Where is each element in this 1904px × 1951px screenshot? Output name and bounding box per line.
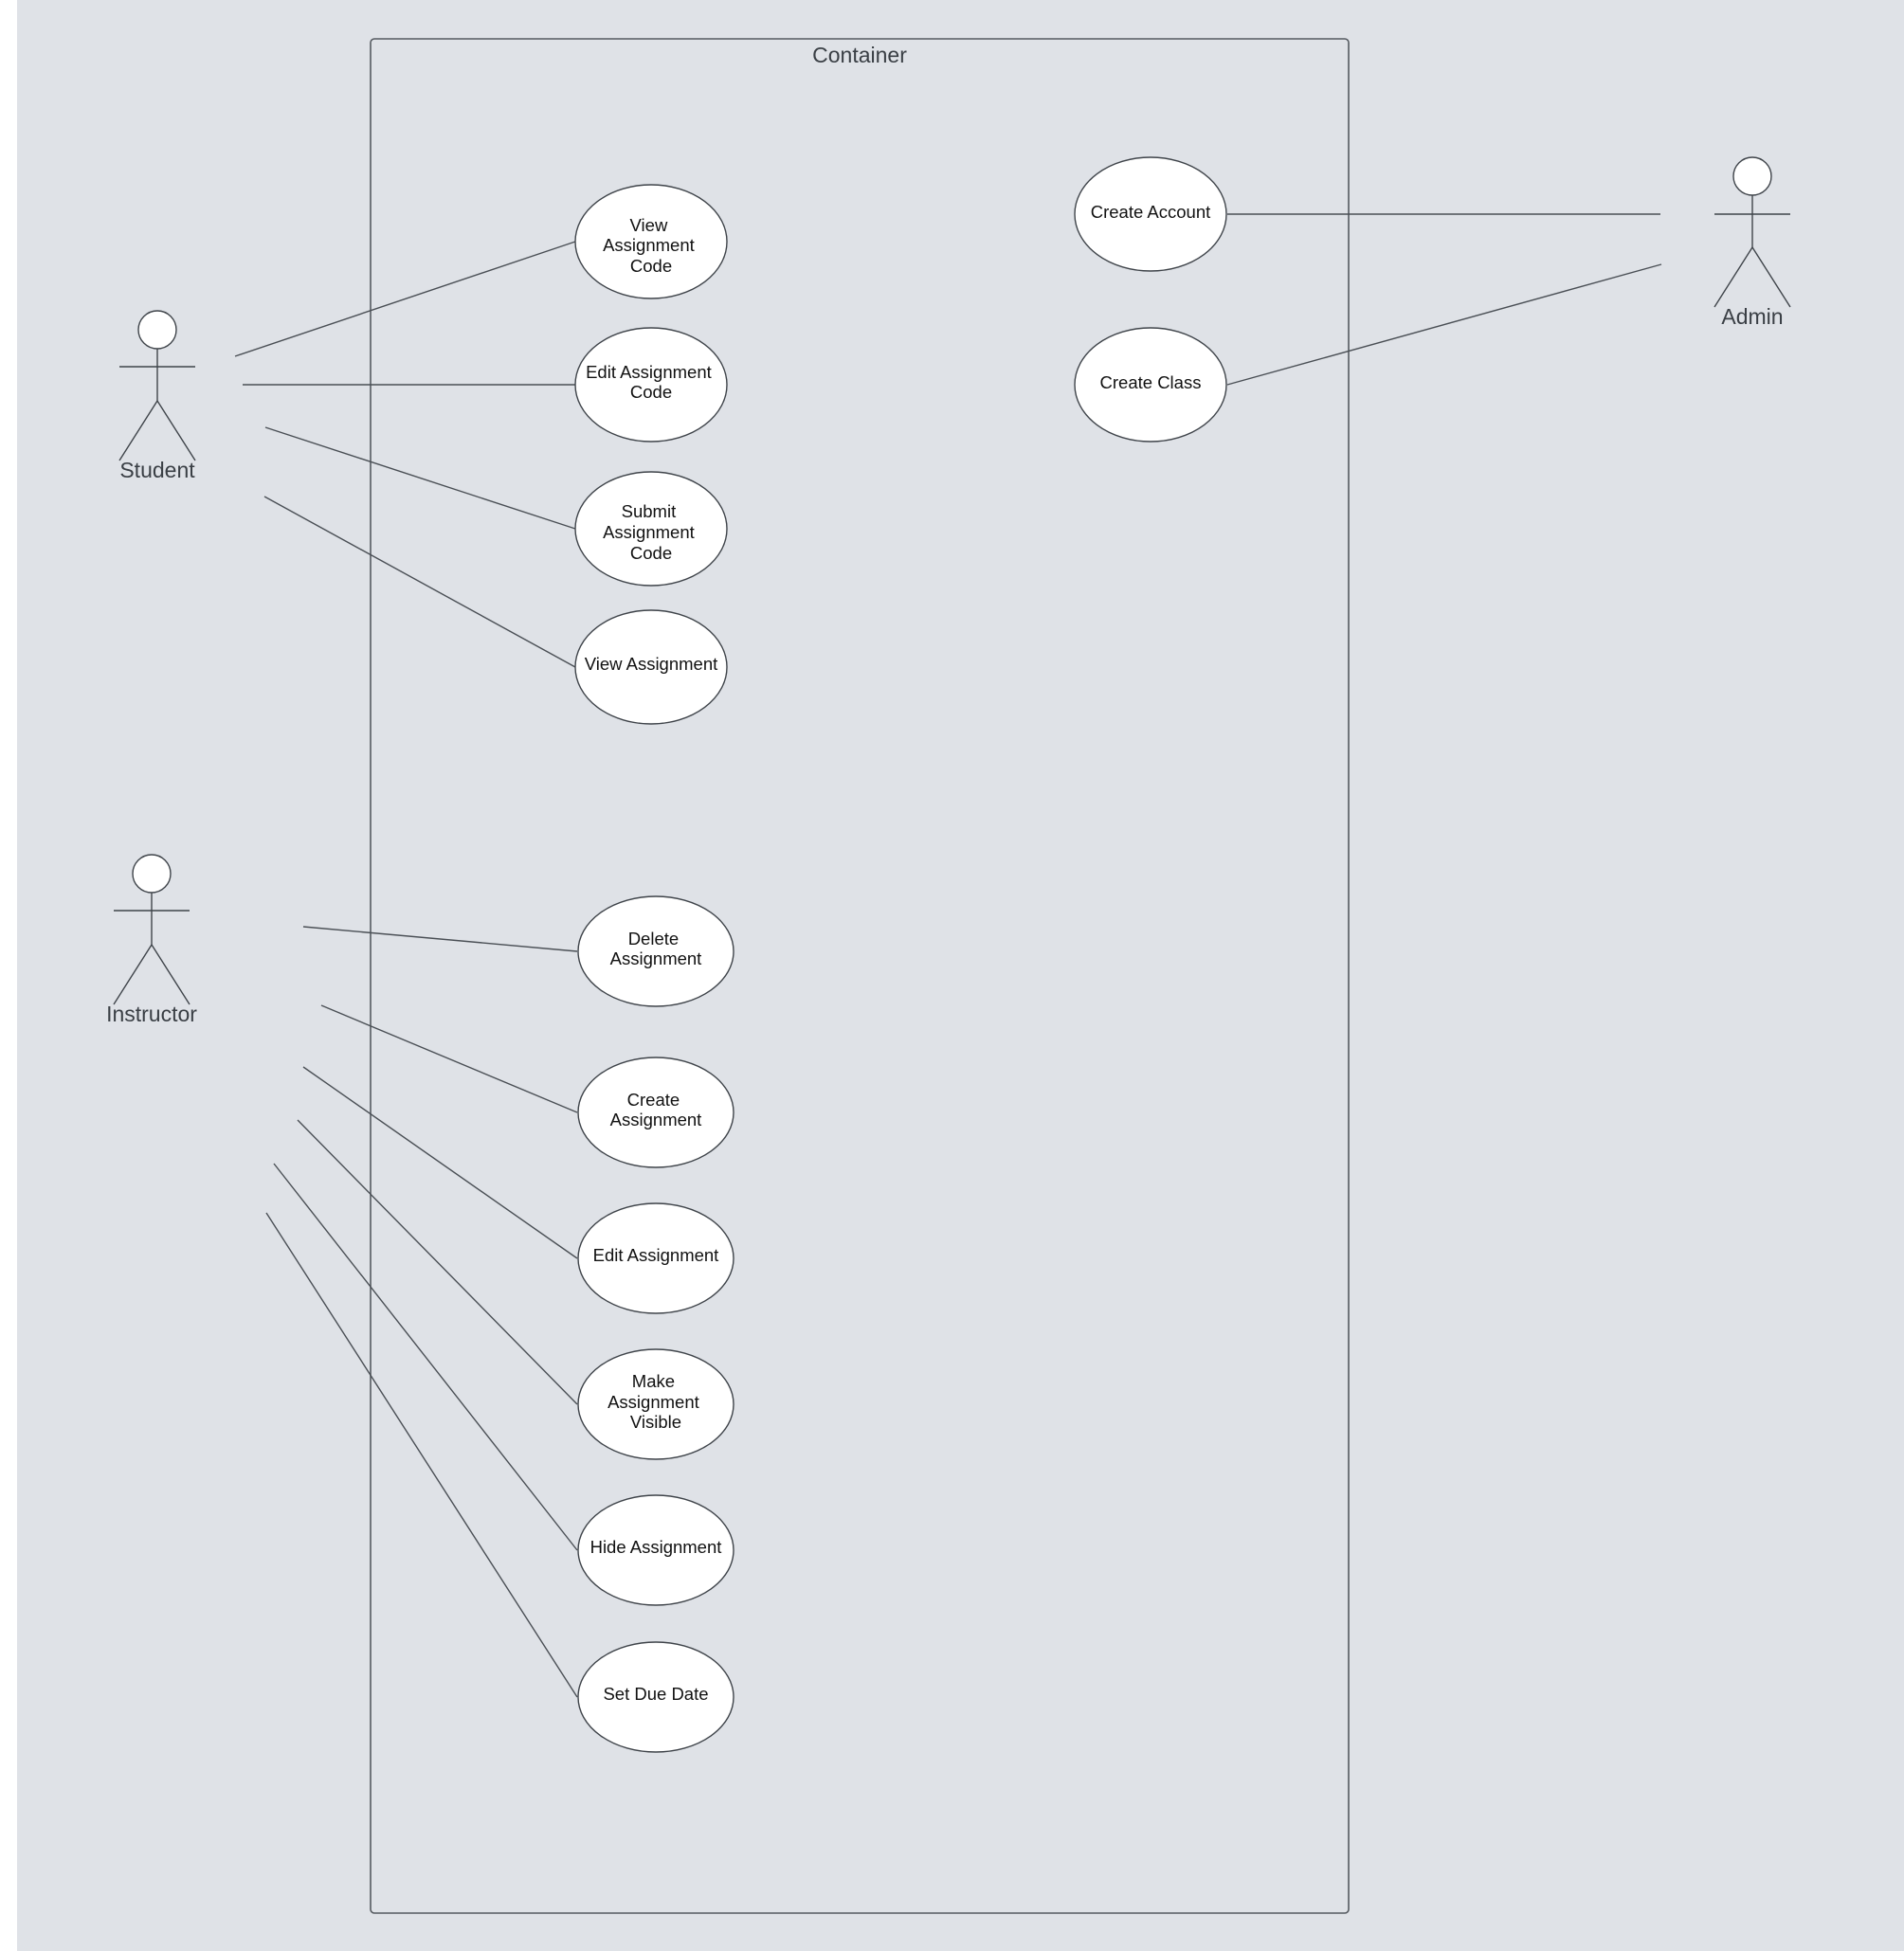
system-boundary[interactable] xyxy=(370,38,1350,1914)
assoc-instructor-create-assignment[interactable] xyxy=(320,1004,578,1113)
actor-right-leg xyxy=(156,400,196,461)
use-case-label: Edit Assignment Code xyxy=(586,362,716,402)
use-case-label: View Assignment xyxy=(585,654,718,674)
use-case-ellipse xyxy=(577,895,734,1007)
use-case-view-assignment-code[interactable]: View Assignment Code xyxy=(574,184,728,299)
assoc-instructor-hide-assignment[interactable] xyxy=(273,1163,578,1551)
actor-label-admin: Admin xyxy=(1721,304,1783,329)
actor-label-instructor: Instructor xyxy=(106,1002,197,1026)
assoc-instructor-set-due-date[interactable] xyxy=(265,1212,578,1698)
actor-head xyxy=(137,310,177,350)
use-case-label: Set Due Date xyxy=(603,1684,708,1704)
use-case-ellipse xyxy=(577,1057,734,1168)
use-case-label: Hide Assignment xyxy=(590,1537,722,1557)
assoc-student-view-assignment-code[interactable] xyxy=(234,241,576,357)
use-case-ellipse xyxy=(577,1348,734,1460)
assoc-student-view-assignment[interactable] xyxy=(263,496,576,668)
use-case-make-assignment-visible[interactable]: Make Assignment Visible xyxy=(577,1348,734,1460)
use-case-label: Submit Assignment Code xyxy=(603,501,699,563)
actor-left-leg xyxy=(113,944,153,1005)
use-case-create-account[interactable]: Create Account xyxy=(1074,156,1227,272)
use-case-label: View Assignment Code xyxy=(603,215,699,276)
use-case-label: Create Assignment xyxy=(610,1090,702,1129)
assoc-instructor-edit-assignment[interactable] xyxy=(302,1066,578,1259)
actor-instructor[interactable]: Instructor xyxy=(106,854,197,1026)
actor-left-leg xyxy=(1714,246,1753,308)
use-case-edit-assignment[interactable]: Edit Assignment xyxy=(577,1202,734,1314)
use-case-ellipse xyxy=(574,327,728,443)
actor-label-student: Student xyxy=(119,458,195,482)
use-case-label: Delete Assignment xyxy=(610,929,702,968)
system-boundary-title: Container xyxy=(812,43,907,67)
actor-left-leg xyxy=(118,400,158,461)
assoc-instructor-make-assignment-visible[interactable] xyxy=(297,1119,578,1405)
actor-student[interactable]: Student xyxy=(118,310,196,482)
actor-head xyxy=(1732,156,1772,196)
use-case-submit-assignment-code[interactable]: Submit Assignment Code xyxy=(574,471,728,587)
use-case-ellipse xyxy=(574,471,728,587)
use-case-ellipse xyxy=(574,184,728,299)
use-case-create-assignment[interactable]: Create Assignment xyxy=(577,1057,734,1168)
use-case-label: Make Assignment Visible xyxy=(607,1371,704,1432)
use-case-set-due-date[interactable]: Set Due Date xyxy=(577,1641,734,1753)
actor-right-leg xyxy=(1751,246,1791,308)
actor-head xyxy=(132,854,172,894)
use-case-edit-assignment-code[interactable]: Edit Assignment Code xyxy=(574,327,728,443)
use-case-ellipse xyxy=(574,609,728,725)
use-case-label: Create Account xyxy=(1091,202,1211,222)
use-case-ellipse xyxy=(577,1641,734,1753)
assoc-admin-create-class[interactable] xyxy=(1226,263,1662,386)
use-case-create-class[interactable]: Create Class xyxy=(1074,327,1227,443)
use-case-hide-assignment[interactable]: Hide Assignment xyxy=(577,1494,734,1606)
assoc-student-submit-assignment-code[interactable] xyxy=(264,426,576,530)
use-case-label: Edit Assignment xyxy=(593,1245,719,1265)
use-case-label: Create Class xyxy=(1100,372,1202,392)
actor-right-leg xyxy=(151,944,190,1005)
use-case-ellipse xyxy=(1074,327,1227,443)
diagram-background xyxy=(17,0,1904,1951)
use-case-view-assignment[interactable]: View Assignment xyxy=(574,609,728,725)
use-case-ellipse xyxy=(577,1494,734,1606)
use-case-ellipse xyxy=(577,1202,734,1314)
use-case-ellipse xyxy=(1074,156,1227,272)
assoc-instructor-delete-assignment[interactable] xyxy=(302,926,578,952)
use-case-delete-assignment[interactable]: Delete Assignment xyxy=(577,895,734,1007)
actor-admin[interactable]: Admin xyxy=(1714,156,1791,329)
